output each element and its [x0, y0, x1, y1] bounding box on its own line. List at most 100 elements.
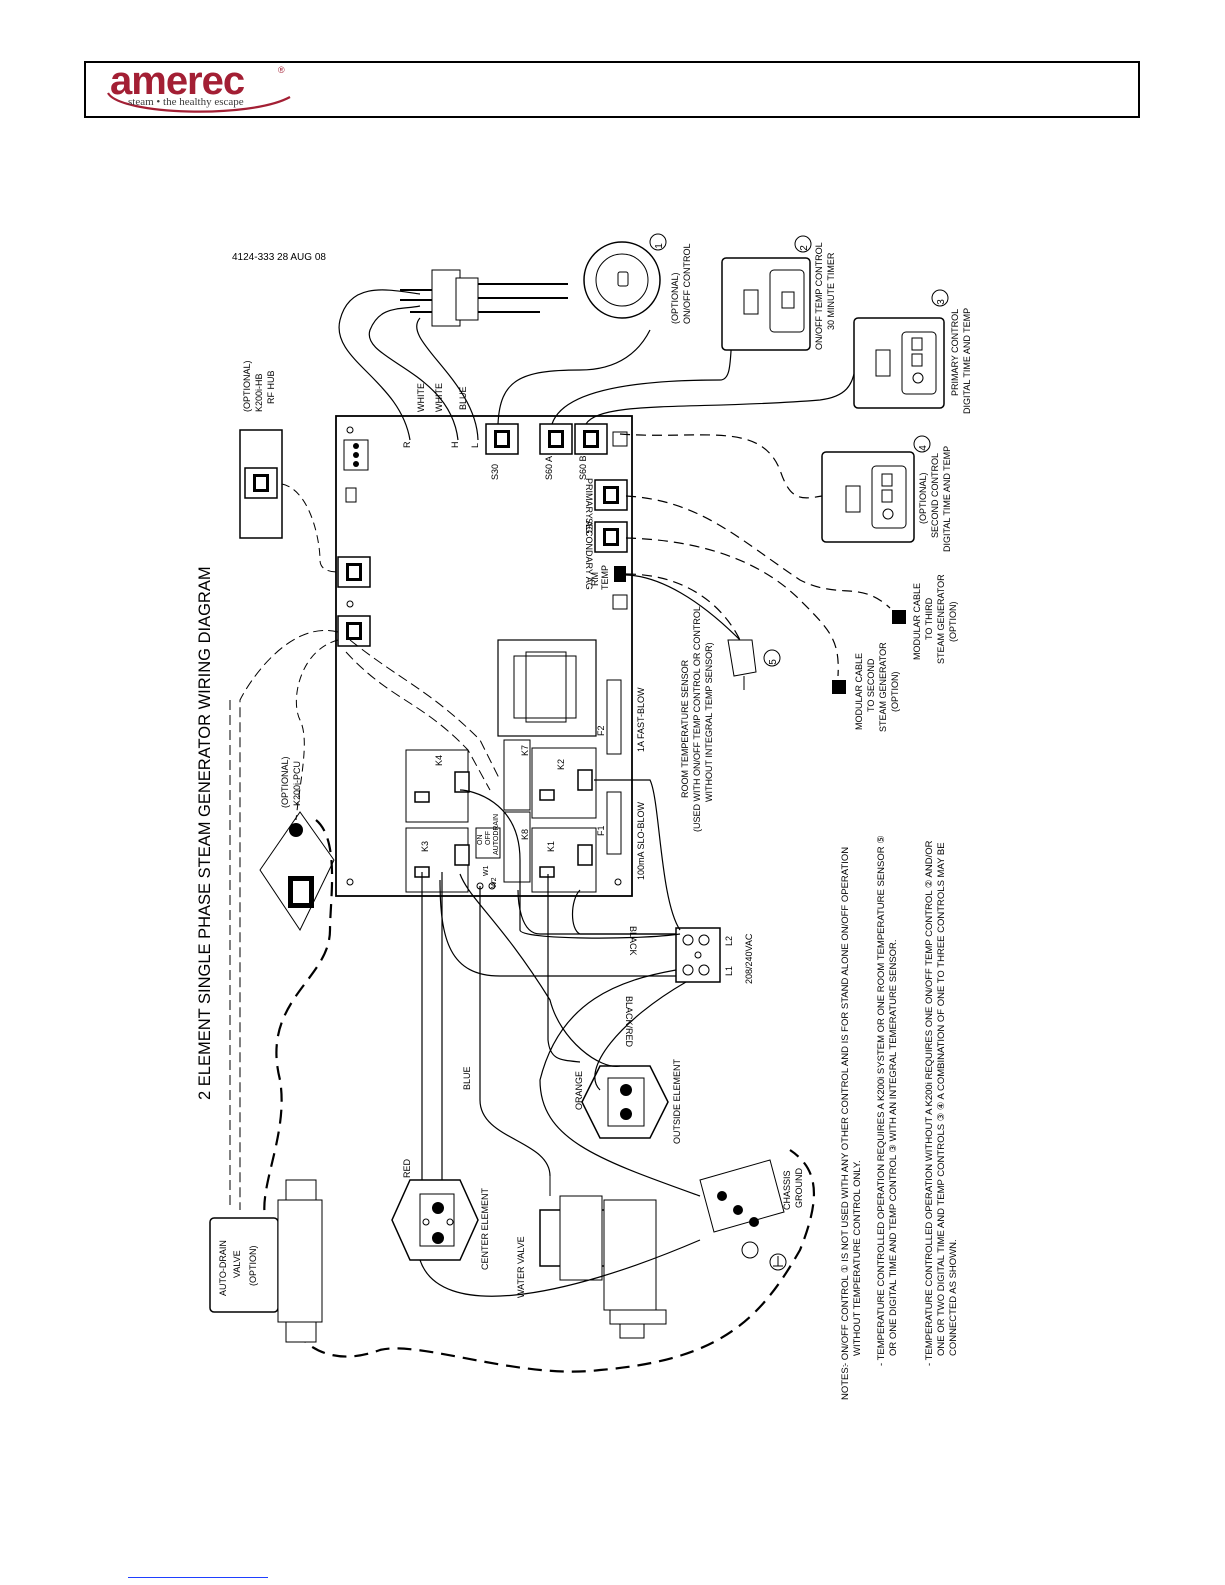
- jack-s60a: [539, 423, 573, 455]
- pcu-line2: K200i-PCU: [292, 761, 302, 806]
- control3-line2: DIGITAL TIME AND TEMP: [962, 308, 972, 414]
- label-k8: K8: [520, 829, 530, 840]
- chassis-ground-line2: GROUND: [794, 1168, 804, 1208]
- control1-line1: (OPTIONAL): [670, 272, 680, 324]
- relay-k8: [503, 811, 531, 883]
- label-1a-fast-blow: 1A FAST-BLOW: [636, 687, 646, 752]
- center-element-label: CENTER ELEMENT: [480, 1187, 490, 1270]
- rf-hub-line3: RF HUB: [266, 371, 276, 405]
- label-autodrain: AUTODRAIN: [493, 814, 500, 855]
- autodrain-jumper: [475, 827, 501, 859]
- cable3-line1: MODULAR CABLE: [912, 583, 922, 660]
- relay-k7: [503, 739, 531, 811]
- second-control-4: [821, 451, 915, 543]
- control2-line1: ON/OFF TEMP CONTROL: [814, 242, 824, 350]
- sensor-line2: (USED WITH ON/OFF TEMP CONTROL OR CONTRO…: [692, 606, 702, 832]
- control4-line2: SECOND CONTROL: [930, 453, 940, 538]
- label-secondary-ag: SECONDARY AG: [584, 518, 594, 590]
- jack-secondary-ag: [594, 521, 628, 553]
- note2-line2: OR ONE DIGITAL TIME AND TEMP CONTROL ③ W…: [888, 939, 899, 1356]
- marker-4: 4: [913, 435, 931, 453]
- logo-wordmark: amerec: [110, 59, 245, 103]
- terminal-r: R: [402, 441, 412, 448]
- jack-primary-ag: [594, 479, 628, 511]
- wire-blue-top: BLUE: [458, 386, 468, 410]
- amerec-logo: amerec ® steam • the healthy escape: [100, 59, 291, 117]
- outside-element: [581, 1065, 669, 1139]
- marker-1: 1: [649, 233, 667, 251]
- terminal-h: H: [450, 442, 460, 449]
- label-k4: K4: [434, 755, 444, 766]
- label-s60a: S60 A: [544, 456, 554, 480]
- modular-plug-3: [892, 610, 906, 624]
- cable2-line2: TO SECOND: [866, 658, 876, 712]
- modular-plug-2: [832, 680, 846, 694]
- rf-hub: [239, 429, 283, 539]
- notes-block: NOTES: - ON/OFF CONTROL ① IS NOT USED WI…: [840, 835, 959, 1400]
- wire-blue-bottom: BLUE: [462, 1066, 472, 1090]
- cable2-line4: (OPTION): [890, 672, 900, 713]
- diagram-title: 2 ELEMENT SINGLE PHASE STEAM GENERATOR W…: [196, 566, 214, 1100]
- marker-5: 5: [763, 649, 781, 667]
- note1-line2: WITHOUT TEMPERATURE CONTROL ONLY.: [852, 1160, 863, 1356]
- control3-line1: PRIMARY CONTROL: [950, 309, 960, 396]
- footer-underline: [128, 1577, 268, 1578]
- label-f2: F2: [596, 725, 606, 736]
- power-voltage: 208/240VAC: [744, 933, 754, 984]
- terminal-l: L: [470, 443, 480, 448]
- label-off: OFF: [485, 831, 492, 845]
- note2-line1: - TEMPERATURE CONTROLLED OPERATION REQUI…: [876, 835, 887, 1366]
- rf-hub-line1: (OPTIONAL): [242, 360, 252, 412]
- document-reference: 4124-333 28 AUG 08: [232, 252, 326, 263]
- marker-2: 2: [794, 235, 812, 253]
- jack-s30: [485, 423, 519, 455]
- wire-white-1: WHITE: [416, 383, 426, 412]
- control4-line3: DIGITAL TIME AND TEMP: [942, 446, 952, 552]
- jack-s60b: [574, 423, 608, 455]
- label-s60b: S60 B: [578, 455, 588, 480]
- marker-3-text: 3: [936, 299, 947, 305]
- power-l2: L2: [724, 936, 734, 946]
- pcu-box: [259, 811, 335, 932]
- note3-line1: - TEMPERATURE CONTROLLED OPERATION WITHO…: [924, 840, 935, 1366]
- label-w2: W2: [491, 877, 498, 888]
- label-on: ON: [477, 835, 484, 846]
- marker-5-text: 5: [768, 659, 779, 665]
- label-k7: K7: [520, 745, 530, 756]
- water-valve-label: WATER VALVE: [516, 1236, 526, 1298]
- board-jack-hub: [337, 556, 371, 588]
- control2-line2: 30 MINUTE TIMER: [826, 252, 836, 330]
- control4-line1: (OPTIONAL): [918, 472, 928, 524]
- power-terminal: [675, 927, 721, 983]
- label-w1: W1: [483, 865, 490, 876]
- label-f1: F1: [596, 825, 606, 836]
- auto-drain-valve: [209, 1179, 323, 1343]
- center-element: [391, 1179, 479, 1261]
- rf-hub-line2: K200i-HB: [254, 373, 264, 412]
- label-k3: K3: [420, 841, 430, 852]
- fuse-f1: [606, 791, 622, 855]
- power-wiring: [419, 574, 741, 1297]
- wire-black: BLACK: [628, 926, 638, 956]
- label-temp: TEMP: [600, 565, 610, 590]
- primary-control-3: [853, 317, 945, 409]
- label-rm: RM: [590, 572, 600, 586]
- wire-black-red: BLACK/RED: [624, 996, 634, 1048]
- auto-drain-line1: AUTO-DRAIN: [218, 1240, 228, 1296]
- control1-line2: ON/OFF CONTROL: [682, 244, 692, 325]
- logo-tagline: steam • the healthy escape: [128, 96, 244, 108]
- cable3-line3: STEAM GENERATOR: [936, 574, 946, 664]
- logo-registered-mark: ®: [278, 65, 285, 75]
- fuse-f2: [606, 679, 622, 755]
- cable2-line1: MODULAR CABLE: [854, 653, 864, 730]
- rm-temp-connector: [614, 566, 626, 582]
- onoff-control-1: [583, 241, 661, 319]
- control-cables: [619, 433, 891, 677]
- power-l1: L1: [724, 966, 734, 976]
- header-banner: amerec ® steam • the healthy escape: [84, 59, 1140, 118]
- wire-red: RED: [402, 1158, 412, 1178]
- pcu-line1: (OPTIONAL): [280, 756, 290, 808]
- cable3-line2: TO THIRD: [924, 597, 934, 640]
- wire-white-2: WHITE: [434, 383, 444, 412]
